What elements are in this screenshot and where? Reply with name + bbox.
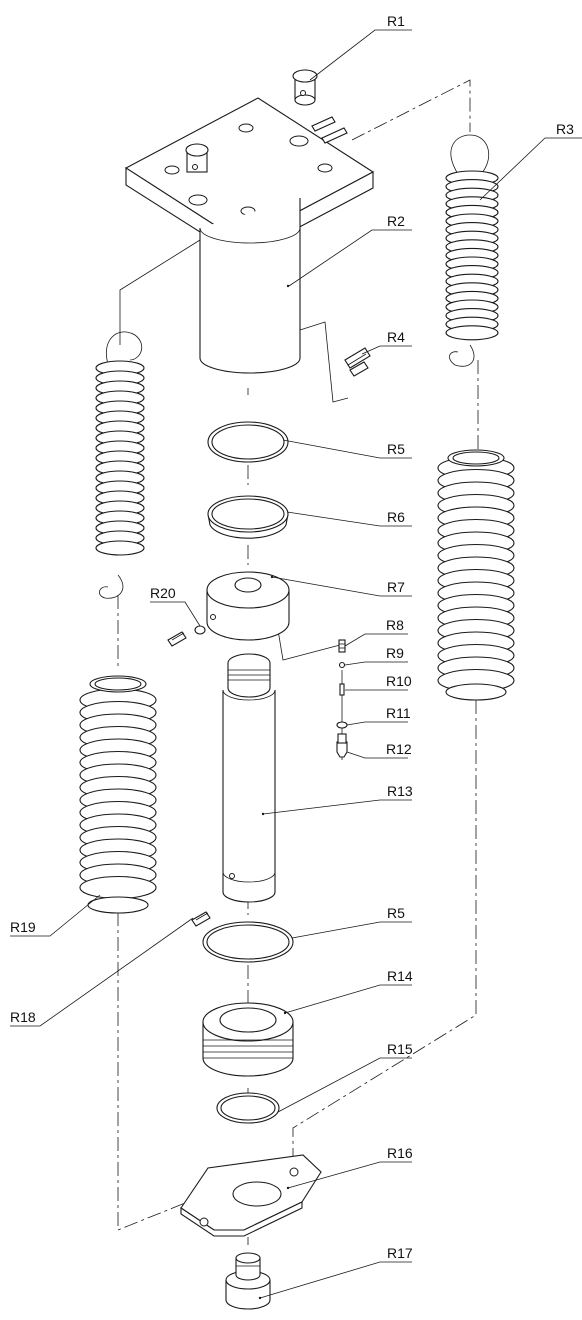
coil [95, 540, 145, 556]
part-r5-ring-top [207, 421, 289, 463]
part-r8-r12-stack [336, 639, 348, 758]
label-r20: R20 [150, 585, 176, 601]
part-r16-base-plate [180, 1154, 322, 1237]
part-r15-ring [216, 1092, 280, 1124]
label-r10: R10 [386, 673, 412, 689]
part-labels: R1 R3 R2 R4 R5 R6 R7 R20 R8 R9 R10 R11 R… [10, 13, 574, 1261]
part-r19-bellows [79, 675, 157, 914]
coil [445, 683, 507, 701]
label-r1: R1 [387, 13, 405, 29]
part-r6-sleeve [207, 495, 289, 539]
label-r18: R18 [10, 1009, 36, 1025]
label-r12: R12 [386, 741, 412, 757]
part-r14-nut [202, 1002, 294, 1077]
part-r2-cylinder-plate [124, 97, 375, 374]
part-r5-ring-bottom [202, 921, 294, 963]
leader-lines [10, 29, 582, 1299]
coil [87, 896, 149, 914]
label-r5-bottom: R5 [387, 905, 405, 921]
part-r3-spring [445, 134, 499, 367]
part-r20-setscrew [167, 625, 206, 647]
coil [94, 677, 142, 691]
part-r7-collar [206, 571, 290, 641]
label-r9: R9 [386, 645, 404, 661]
coil [452, 451, 500, 465]
part-left-spring [95, 331, 145, 599]
label-r3: R3 [556, 121, 574, 137]
label-r16: R16 [387, 1145, 413, 1161]
label-r15: R15 [387, 1041, 413, 1057]
label-r13: R13 [387, 783, 413, 799]
label-r8: R8 [386, 617, 404, 633]
label-r2: R2 [387, 213, 405, 229]
label-r14: R14 [387, 968, 413, 984]
part-r1-pin [292, 69, 318, 106]
label-r6: R6 [387, 509, 405, 525]
label-r4: R4 [387, 329, 405, 345]
coil [445, 325, 499, 341]
label-r11: R11 [386, 705, 411, 721]
label-r7: R7 [387, 579, 405, 595]
part-r13-rod [222, 653, 276, 903]
label-r19: R19 [10, 919, 36, 935]
label-r17: R17 [387, 1245, 413, 1261]
label-r5-top: R5 [387, 441, 405, 457]
part-right-bellows [437, 449, 515, 701]
coil [79, 875, 157, 900]
part-r17-foot [225, 1252, 271, 1310]
part-r18-setscrew [191, 911, 211, 927]
